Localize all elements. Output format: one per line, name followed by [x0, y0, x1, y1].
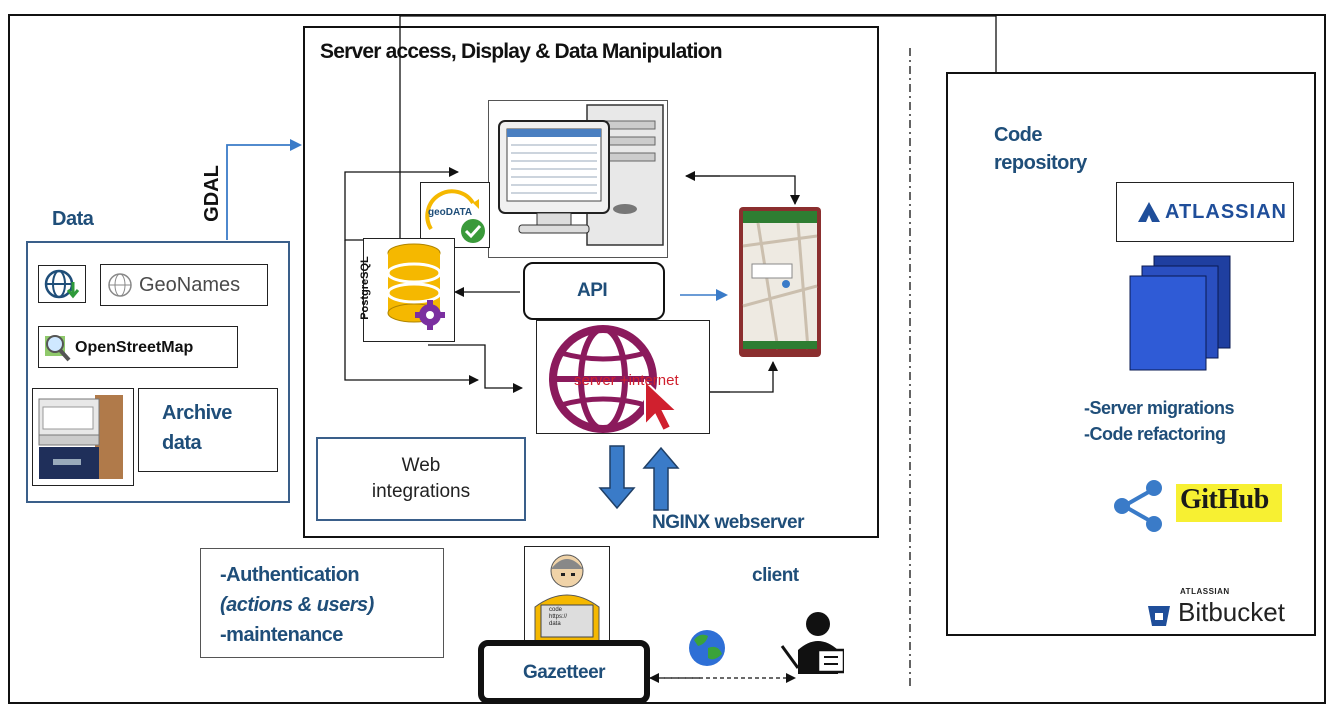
- archive-line1: Archive: [162, 402, 232, 424]
- computer-image: [488, 100, 668, 258]
- up-down-arrows: [598, 445, 680, 511]
- api-box: [523, 262, 665, 320]
- admin-box: [200, 548, 444, 658]
- user-at-laptop-image: code https:// data: [524, 546, 610, 642]
- geonames-logo: GeoNames: [100, 264, 268, 306]
- admin-maintenance: -maintenance: [220, 624, 343, 646]
- client-label: client: [752, 565, 799, 586]
- gazetteer-box[interactable]: [478, 640, 650, 704]
- postgresql-label: PostgreSQL: [358, 256, 371, 320]
- laptop-text: code https:// data: [549, 607, 568, 627]
- geodata-icon: [425, 189, 485, 243]
- web-integrations-box: [316, 437, 526, 521]
- openstreetmap-logo: OpenStreetMap: [38, 326, 238, 368]
- bitbucket-icon: [1148, 606, 1170, 626]
- globe-download-icon: [44, 269, 80, 299]
- share-icon: [1114, 480, 1162, 532]
- server-section: [303, 26, 879, 538]
- documents-icon: [1129, 255, 1231, 371]
- download-globe-logo: [38, 265, 86, 303]
- openstreetmap-label: OpenStreetMap: [75, 339, 194, 356]
- web-integrations-line1: Web: [401, 455, 441, 476]
- gdal-arrow: [226, 139, 302, 240]
- computer-phone-arrow: [686, 175, 800, 205]
- code-refactoring-label: -Code refactoring: [1084, 424, 1226, 444]
- web-integrations-line2: integrations: [371, 481, 471, 502]
- github-logo: [1176, 484, 1282, 522]
- api-label: API: [577, 280, 608, 301]
- db-to-server-arrow: [428, 344, 523, 393]
- code-repository-section: [946, 72, 1316, 636]
- code-repo-title-line1: Code: [994, 124, 1043, 146]
- data-section: [26, 241, 290, 503]
- archive-data-box: [138, 388, 278, 472]
- down-arrow-icon: [598, 445, 636, 510]
- data-title: Data: [52, 208, 94, 230]
- geodata-logo: [420, 182, 490, 248]
- server-migrations-label: -Server migrations: [1084, 398, 1235, 418]
- server-internet-label: server +internet: [574, 372, 679, 389]
- globe-cursor-icon: [549, 325, 680, 433]
- geonames-label: GeoNames: [139, 274, 241, 296]
- atlassian-logo: ATLASSIAN: [1116, 182, 1294, 242]
- database-icon: [386, 243, 445, 330]
- loop-arrow-server: [344, 240, 479, 385]
- geodata-label: geoDATA: [428, 207, 473, 218]
- atlassian-icon: [1138, 202, 1160, 222]
- gear-icon: [415, 300, 445, 330]
- server-section-title: Server access, Display & Data Manipulati…: [320, 40, 723, 63]
- user-computer-icon: [780, 612, 844, 674]
- developer-icon: [534, 554, 600, 642]
- osm-magnifier-icon: [45, 335, 71, 362]
- archive-image: [32, 388, 134, 486]
- bitbucket-small-label: ATLASSIAN: [1180, 587, 1230, 596]
- phone-icon: [739, 207, 821, 357]
- earth-icon: [689, 630, 725, 666]
- bitbucket-label: Bitbucket: [1178, 597, 1285, 627]
- atlassian-label: ATLASSIAN: [1165, 201, 1287, 223]
- admin-authentication: -Authentication: [220, 564, 360, 586]
- gdal-label: GDAL: [200, 165, 223, 222]
- geonames-globe-icon: [108, 273, 132, 297]
- loop-arrow-computer: [344, 167, 459, 241]
- mobile-phone: [738, 206, 822, 358]
- github-label: GitHub: [1180, 484, 1269, 515]
- nginx-label: NGINX webserver: [652, 512, 804, 533]
- archive-line2: data: [162, 432, 202, 454]
- computer-icon: [498, 104, 664, 246]
- server-internet-box: [536, 320, 710, 434]
- outer-frame: [8, 14, 1326, 704]
- code-repo-title-line2: repository: [994, 152, 1087, 174]
- up-arrow-icon: [642, 446, 680, 511]
- admin-actions-users: (actions & users): [220, 594, 374, 616]
- repo-link-line: [399, 15, 997, 240]
- postgresql-logo: [363, 238, 455, 342]
- gazetteer-label[interactable]: Gazetteer: [522, 662, 606, 683]
- archive-cabinet-icon: [38, 395, 123, 479]
